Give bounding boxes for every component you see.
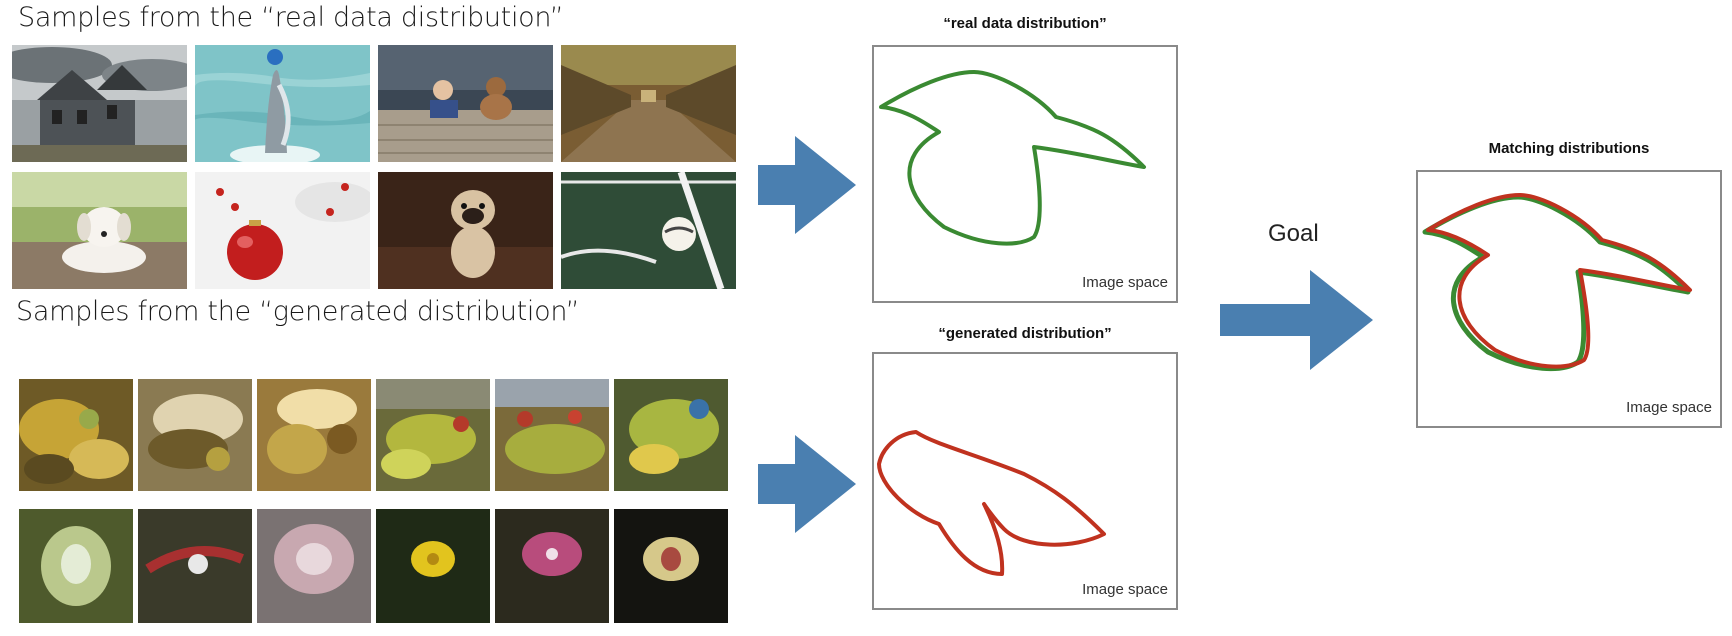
generated-distribution-curve <box>877 430 1106 576</box>
generated-distribution-box: Image space <box>872 352 1178 610</box>
generated-flower-sample <box>495 509 609 623</box>
generated-sample <box>138 379 252 491</box>
real-samples-heading: Samples from the “real data distribution… <box>18 2 564 33</box>
real-sample-dolphin <box>195 45 370 162</box>
real-sample-house <box>12 45 187 162</box>
generated-samples-grid <box>19 379 728 623</box>
matching-distributions-box: Image space <box>1416 170 1722 428</box>
goal-label: Goal <box>1268 220 1319 247</box>
real-sample-ornament <box>195 172 370 289</box>
real-distribution-curve <box>879 70 1146 246</box>
real-sample-puppy <box>12 172 187 289</box>
goal-arrow-icon <box>1220 270 1373 370</box>
real-distribution-box: Image space <box>872 45 1178 303</box>
real-sample-child-teddy <box>378 45 553 162</box>
generated-sample <box>495 379 609 491</box>
generated-flower-sample <box>376 509 490 623</box>
generated-sample <box>614 379 728 491</box>
generated-sample <box>376 379 490 491</box>
arrow-right-icon <box>758 136 856 234</box>
generated-flower-sample <box>257 509 371 623</box>
generated-distribution-title: “generated distribution” <box>938 325 1112 342</box>
matching-distribution-curves <box>1422 193 1692 372</box>
matching-distributions-title: Matching distributions <box>1488 140 1650 157</box>
image-space-label: Image space <box>1082 274 1168 291</box>
image-space-label: Image space <box>1082 581 1168 598</box>
real-sample-soccer <box>561 172 736 289</box>
image-space-label: Image space <box>1626 399 1712 416</box>
real-samples-grid <box>12 45 736 289</box>
generated-flower-sample <box>614 509 728 623</box>
generated-flower-sample <box>19 509 133 623</box>
generated-flower-sample <box>138 509 252 623</box>
arrow-right-icon <box>758 435 856 533</box>
generated-sample <box>257 379 371 491</box>
generated-sample <box>19 379 133 491</box>
real-sample-bridge <box>561 45 736 162</box>
generated-samples-heading: Samples from the “generated distribution… <box>16 296 580 327</box>
real-distribution-title: “real data distribution” <box>943 15 1107 32</box>
real-sample-pug <box>378 172 553 289</box>
